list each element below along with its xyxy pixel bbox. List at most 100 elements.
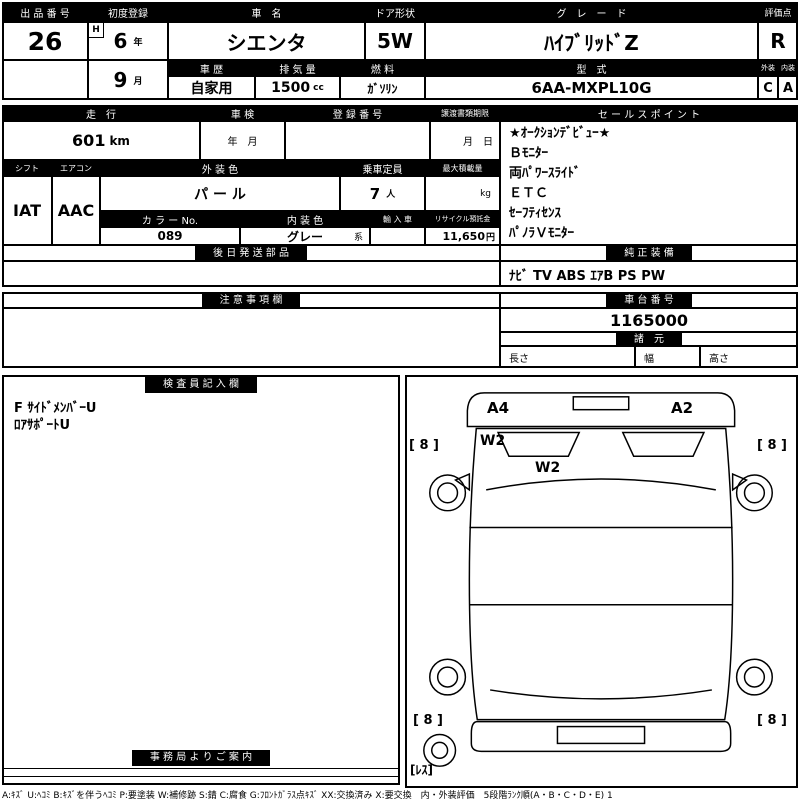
interior-color-suffix: 系: [353, 232, 363, 243]
tire-tread-rear-left: [ 8 ]: [413, 713, 443, 728]
chassis-bar-row: 車 台 番 号: [500, 292, 798, 309]
grade-header: グ レ ー ド: [425, 2, 758, 22]
fuel-value: ｶﾞｿﾘﾝ: [340, 76, 425, 100]
first-registration-year-unit: 年: [133, 37, 143, 48]
specs-bar-row: 諸 元: [500, 332, 798, 347]
sales-point-item: 両ﾊﾟﾜｰｽﾗｲﾄﾞ: [509, 166, 581, 181]
office-label: 事 務 局 よ り ご 案 内: [131, 750, 271, 766]
car-diagram-box: A4 A2 W2 W2 [ 8 ] [ 8 ] [ 8 ] [ 8 ] [ﾚｽ]: [405, 375, 798, 788]
interior-color-value: グレー: [286, 229, 323, 244]
interior-color-header: 内 装 色: [240, 211, 370, 227]
equipment-label: 純 正 装 備: [606, 246, 692, 262]
aircon-value: AAC: [52, 176, 100, 245]
later-parts-label: 後 日 発 送 部 品: [195, 246, 307, 262]
spec-width-cell: 幅: [635, 346, 700, 368]
caution-blank: [2, 308, 500, 368]
recycle-deposit-unit: 円: [485, 232, 495, 243]
sales-point-item: ｾｰﾌﾃｨｾﾝｽ: [509, 206, 561, 221]
inspector-label: 検 査 員 記 入 欄: [145, 377, 257, 393]
first-registration-month-cell: 9 月: [88, 60, 168, 100]
capacity-value-cell: 7 人: [340, 176, 425, 211]
sales-points-header: セ ー ル ス ポ イ ン ト: [500, 105, 798, 121]
spec-length-cell: 長さ: [500, 346, 635, 368]
model-code-value: 6AA-MXPL10G: [425, 76, 758, 100]
sales-point-item: Ｂﾓﾆﾀｰ: [509, 146, 549, 161]
first-registration-header: 初度登録: [88, 2, 168, 22]
tire-tread-front-right: [ 8 ]: [757, 438, 787, 453]
door-shape-value: 5W: [365, 22, 425, 60]
shift-header: シフト: [2, 160, 52, 176]
capacity-unit: 人: [386, 190, 396, 200]
grade-value: ﾊｲﾌﾞﾘｯﾄﾞZ: [425, 22, 758, 60]
era-box: H: [89, 23, 104, 38]
later-parts-blank: [2, 261, 500, 287]
exterior-grade-header: 外装: [758, 60, 778, 76]
recycle-deposit-cell: 11,650 円: [425, 227, 500, 245]
first-registration-month-unit: 月: [133, 76, 143, 87]
color-no-header: カ ラ ー No.: [100, 211, 240, 227]
max-load-unit-cell: kg: [425, 176, 500, 211]
first-registration-year: 6: [113, 29, 128, 53]
later-parts-bar-row: 後 日 発 送 部 品: [2, 245, 500, 262]
mileage-value: 601: [72, 131, 106, 150]
first-registration-year-cell: H 6 年: [88, 22, 168, 60]
office-rule-2: [4, 776, 398, 777]
displacement-unit: cc: [313, 83, 324, 93]
sales-points-list: ★ｵｰｸｼｮﾝﾃﾞﾋﾞｭｰ★ Ｂﾓﾆﾀｰ 両ﾊﾟﾜｰｽﾗｲﾄﾞ ＥＴＣ ｾｰﾌﾃ…: [500, 121, 798, 245]
damage-mark-w2-hood: W2: [535, 460, 561, 476]
max-load-header: 最大積載量: [425, 160, 500, 176]
caution-label: 注 意 事 項 欄: [201, 293, 301, 309]
first-registration-month: 9: [113, 68, 128, 92]
tire-tread-rear-right: [ 8 ]: [757, 713, 787, 728]
body-color-header: 外 装 色: [100, 160, 340, 176]
capacity-value: 7: [369, 184, 381, 203]
sales-point-item: ★ｵｰｸｼｮﾝﾃﾞﾋﾞｭｰ★: [509, 126, 611, 141]
history-value: 自家用: [168, 76, 255, 100]
import-car-header: 輸 入 車: [370, 211, 425, 227]
car-outline: [423, 392, 773, 767]
mileage-value-cell: 601 km: [2, 121, 200, 160]
spec-height-label: 高さ: [709, 353, 729, 365]
chassis-value: 1165000: [500, 308, 798, 332]
inspection-placeholder: 年 月: [200, 121, 285, 160]
body-color-value: パ ー ル: [100, 176, 340, 211]
displacement-value: 1500: [271, 80, 311, 96]
lot-number-header: 出 品 番 号: [2, 2, 88, 22]
fuel-header: 燃 料: [340, 60, 425, 76]
inspector-note-line-2: ﾛｱｻﾎﾟｰﾄU: [14, 418, 71, 433]
equipment-bar-row: 純 正 装 備: [500, 245, 798, 262]
interior-color-value-cell: グレー 系: [240, 227, 370, 245]
sales-point-item: ﾊﾟﾉﾗＶﾓﾆﾀｰ: [509, 226, 575, 241]
transfer-deadline-placeholder: 月 日: [430, 121, 500, 160]
office-bar-row: 事 務 局 よ り ご 案 内: [4, 750, 398, 767]
color-no-value: 089: [100, 227, 240, 245]
inspector-bar-row: 検 査 員 記 入 欄: [4, 377, 398, 394]
interior-grade-header: 内装: [778, 60, 798, 76]
model-code-header: 型 式: [425, 60, 758, 76]
capacity-header: 乗車定員: [340, 160, 425, 176]
recycle-deposit-value: 11,650: [442, 229, 485, 243]
caution-bar-row: 注 意 事 項 欄: [2, 292, 500, 309]
car-name-header: 車 名: [168, 2, 365, 22]
registration-number-header: 登 録 番 号: [285, 105, 430, 121]
spec-width-label: 幅: [644, 353, 654, 365]
sales-point-item: ＥＴＣ: [509, 186, 549, 201]
shift-value: IAT: [2, 176, 52, 245]
inspector-box: 検 査 員 記 入 欄 F ｻｲﾄﾞﾒﾝﾊﾞｰU ﾛｱｻﾎﾟｰﾄU 事 務 局 …: [2, 375, 400, 785]
damage-mark-a2: A2: [671, 399, 694, 417]
recycle-deposit-header: リサイクル預託金: [425, 211, 500, 227]
specs-label: 諸 元: [616, 333, 682, 347]
spec-height-cell: 高さ: [700, 346, 798, 368]
damage-mark-a4: A4: [487, 399, 510, 417]
interior-grade-value: A: [778, 76, 798, 100]
displacement-header: 排 気 量: [255, 60, 340, 76]
exterior-grade-value: C: [758, 76, 778, 100]
lot-number-value: 26: [2, 22, 88, 60]
chassis-label: 車 台 番 号: [606, 293, 692, 309]
spec-length-label: 長さ: [509, 353, 529, 365]
legend-text: A:ｷｽﾞ U:ﾍｺﾐ B:ｷｽﾞを伴うﾍｺﾐ P:要塗装 W:補修跡 S:錆 …: [2, 791, 613, 800]
car-top-view-diagram: [423, 392, 773, 767]
car-name-value: シエンタ: [168, 22, 365, 60]
door-shape-header: ドア形状: [365, 2, 425, 22]
